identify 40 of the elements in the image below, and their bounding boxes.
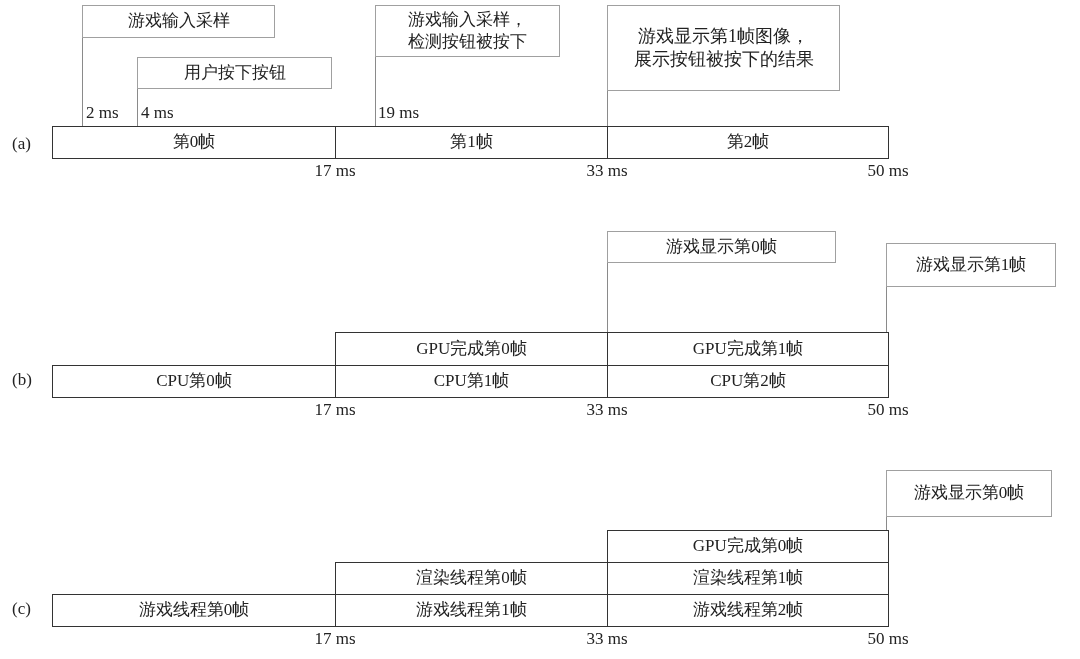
time-label: 19 ms [378,103,420,123]
leader-line [886,516,887,531]
callout-box: 游戏显示第1帧 [886,243,1056,287]
timeline-segment: 第2帧 [607,126,889,159]
callout-box: 用户按下按钮 [137,57,332,89]
time-label: 17 ms [314,161,356,181]
time-label: 17 ms [314,400,356,420]
time-label: 50 ms [867,629,909,649]
time-label: 33 ms [586,629,628,649]
callout-box: 游戏显示第0帧 [886,470,1052,517]
timeline-segment: 第1帧 [335,126,608,159]
time-label: 33 ms [586,161,628,181]
leader-line [607,262,608,333]
leader-line [607,90,608,127]
time-label: 50 ms [867,400,909,420]
leader-line [137,88,138,127]
row-label: (b) [12,370,32,390]
time-label: 17 ms [314,629,356,649]
time-label: 4 ms [141,103,174,123]
time-label: 2 ms [86,103,119,123]
timeline-segment: 游戏线程第0帧 [52,594,336,627]
time-label: 50 ms [867,161,909,181]
timeline-segment: 渲染线程第0帧 [335,562,608,595]
timeline-segment: CPU第2帧 [607,365,889,398]
leader-line [375,56,376,127]
callout-box: 游戏显示第0帧 [607,231,836,263]
timeline-segment: 游戏线程第2帧 [607,594,889,627]
timeline-segment: 第0帧 [52,126,336,159]
callout-box: 游戏输入采样，检测按钮被按下 [375,5,560,57]
timeline-segment: GPU完成第1帧 [607,332,889,366]
callout-box: 游戏输入采样 [82,5,275,38]
timeline-segment: CPU第0帧 [52,365,336,398]
timeline-segment: GPU完成第0帧 [607,530,889,563]
leader-line [886,286,887,333]
time-label: 33 ms [586,400,628,420]
row-label: (c) [12,599,31,619]
leader-line [82,37,83,127]
timeline-segment: GPU完成第0帧 [335,332,608,366]
callout-box: 游戏显示第1帧图像，展示按钮被按下的结果 [607,5,840,91]
row-label: (a) [12,134,31,154]
